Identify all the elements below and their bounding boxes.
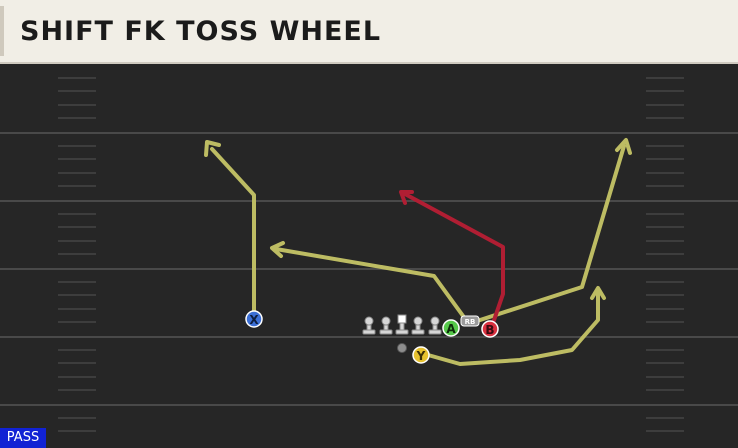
yard-lines — [0, 132, 738, 406]
route-a — [274, 247, 468, 322]
play-header: SHIFT FK TOSS WHEEL — [0, 0, 738, 64]
player-x-label: X — [249, 313, 259, 327]
center-icon — [395, 314, 409, 335]
offensive-line — [362, 314, 442, 335]
player-x[interactable]: X — [245, 310, 263, 328]
player-y[interactable]: Y — [412, 346, 430, 364]
route-wheel-arrow — [615, 138, 632, 155]
route-y-arrow — [590, 286, 606, 300]
header-accent-bar — [0, 6, 4, 56]
player-b[interactable]: B — [481, 320, 499, 338]
rb-tag: RB — [460, 315, 480, 327]
lineman-icon — [379, 316, 393, 335]
play-title: SHIFT FK TOSS WHEEL — [20, 16, 382, 47]
quarterback-icon — [397, 343, 407, 353]
lineman-icon — [362, 316, 376, 335]
route-wheel — [472, 144, 626, 324]
hash-marks-right — [646, 77, 684, 432]
rb-tag-label: RB — [465, 318, 476, 326]
lineman-icon — [411, 316, 425, 335]
route-b — [403, 192, 505, 328]
route-x-arrow — [204, 140, 221, 157]
route-y — [419, 290, 600, 366]
route-a-arrow — [270, 241, 285, 258]
play-mode-badge: PASS — [0, 428, 46, 448]
lineman-icon — [428, 316, 442, 335]
player-a-label: A — [446, 322, 456, 336]
player-y-label: Y — [416, 349, 426, 363]
player-b-label: B — [485, 323, 494, 337]
route-x — [210, 147, 256, 321]
player-a[interactable]: A — [442, 319, 460, 337]
route-b-arrow — [399, 190, 414, 205]
hash-marks-left — [58, 77, 96, 432]
